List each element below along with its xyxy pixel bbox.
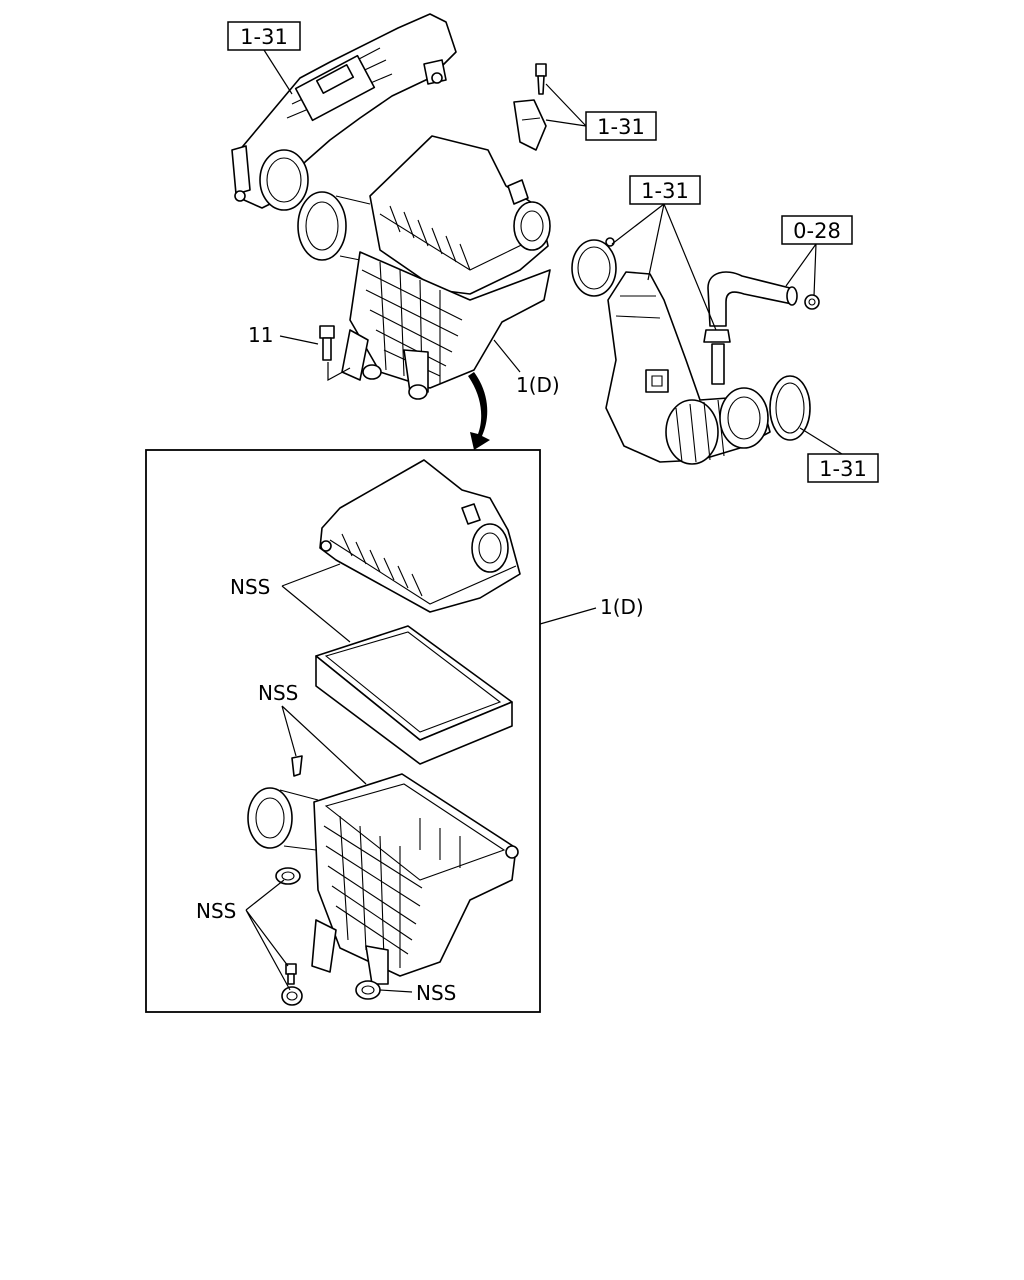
leader-1-31-duct (611, 203, 717, 331)
air-cleaner-assembly-top (297, 135, 551, 400)
screw-small (285, 963, 297, 985)
air-cleaner-upper-case (319, 459, 521, 613)
leader-0-28 (785, 243, 817, 297)
leader-nss-grommets (245, 879, 291, 991)
air-filter-element (315, 625, 513, 765)
ref-box-1-31-sensor[interactable]: 1-31 (585, 111, 657, 141)
leader-nss-upper (281, 563, 351, 643)
breather-hose (707, 271, 820, 327)
intake-duct-upper (231, 13, 457, 211)
nss-label-grommets: NSS (196, 899, 236, 923)
detail-arrow (468, 372, 490, 450)
leader-1-31-top-left (263, 49, 293, 95)
assembly-label-detail: 1(D) (600, 595, 644, 619)
leader-1-31-sensor (545, 83, 587, 127)
svg-text:1-31: 1-31 (597, 115, 645, 139)
nss-label-upper-case: NSS (230, 575, 270, 599)
grommet-left-upper (275, 867, 301, 885)
svg-text:0-28: 0-28 (793, 219, 841, 243)
ref-box-0-28[interactable]: 0-28 (781, 215, 853, 245)
outlet-duct (571, 237, 811, 465)
ref-box-1-31-clamp[interactable]: 1-31 (807, 453, 879, 483)
leader-assembly-detail (539, 607, 597, 625)
grommet-left-lower (281, 986, 303, 1006)
mass-air-flow-sensor (513, 63, 547, 151)
ref-box-1-31-duct[interactable]: 1-31 (629, 175, 701, 205)
leader-bolt-11 (279, 335, 319, 345)
nss-label-bottom: NSS (416, 981, 456, 1005)
leader-assembly-top (493, 339, 521, 373)
leader-nss-filter (281, 705, 367, 785)
air-cleaner-lower-case (247, 773, 519, 985)
bolt-11 (319, 325, 351, 382)
ref-box-1-31-top-left[interactable]: 1-31 (227, 21, 301, 51)
leader-nss-bottom (379, 989, 413, 993)
detail-frame (145, 449, 541, 1013)
nss-label-filter: NSS (258, 681, 298, 705)
svg-text:1-31: 1-31 (641, 179, 689, 203)
leader-1-31-clamp (799, 427, 843, 455)
svg-text:1-31: 1-31 (240, 25, 288, 49)
grommet-bottom (355, 980, 381, 1000)
bolt-label: 11 (248, 323, 273, 347)
small-clip (291, 755, 303, 777)
assembly-label-top: 1(D) (516, 373, 560, 397)
svg-text:1-31: 1-31 (819, 457, 867, 481)
